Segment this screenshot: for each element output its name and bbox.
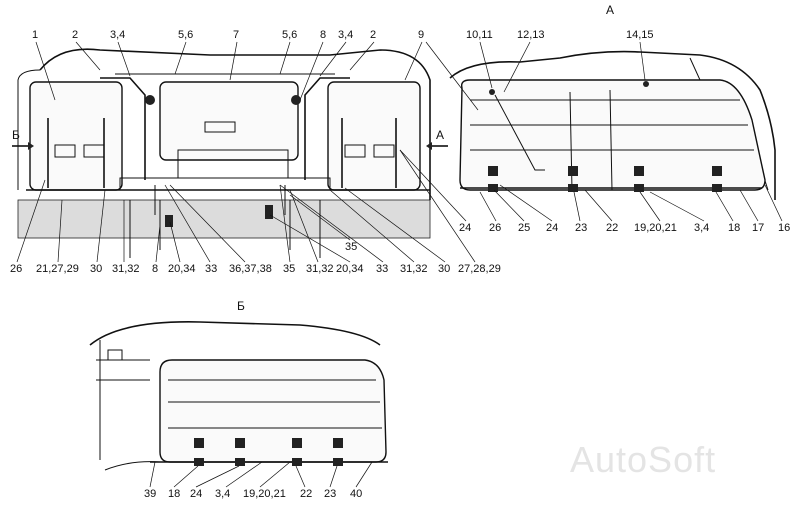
tank-b	[159, 359, 387, 463]
view-a-title: А	[606, 3, 614, 17]
front-label: 1	[32, 29, 38, 41]
side-a-label: 3,4	[694, 222, 709, 234]
front-label: 27,28,29	[458, 263, 501, 275]
center-tank	[159, 81, 299, 161]
side-a-bottom-labels: 24 26 25 24 23 22 19,20,21 3,4 18 17 16	[459, 222, 790, 234]
front-label: 35	[283, 263, 295, 275]
front-label: 5,6	[178, 29, 193, 41]
side-a-label: 23	[575, 222, 587, 234]
front-label: 31,32	[400, 263, 428, 275]
side-a-label: 10,11	[466, 29, 493, 41]
front-label: 31,32	[306, 263, 334, 275]
front-label: 21,27,29	[36, 263, 79, 275]
tank-a	[459, 79, 766, 191]
view-b-arrow: Б	[12, 128, 34, 150]
front-label: 33	[376, 263, 388, 275]
front-label: 8	[320, 29, 326, 41]
front-label: 8	[152, 263, 158, 275]
side-a-label: 12,13	[517, 29, 545, 41]
front-label: 2	[72, 29, 78, 41]
side-view-a: А	[449, 3, 776, 200]
side-a-label: 16	[778, 222, 790, 234]
front-label: 20,34	[168, 263, 196, 275]
side-b-label: 24	[190, 488, 202, 500]
front-top-labels: 1 2 3,4 5,6 7 5,6 8 3,4 2	[32, 29, 376, 41]
front-label: 3,4	[110, 29, 125, 41]
side-b-label: 40	[350, 488, 362, 500]
side-a-label: 14,15	[626, 29, 654, 41]
front-label: 26	[10, 263, 22, 275]
cab-outline	[39, 48, 431, 200]
side-b-bottom-labels: 39 18 24 3,4 19,20,21 22 23 40	[144, 488, 362, 500]
side-a-top-labels: 9 10,11 12,13 14,15	[418, 29, 654, 41]
front-bottom-labels: 26 21,27,29 30 31,32 8 20,34 33 36,37,38…	[10, 241, 501, 275]
view-a-arrow-label: А	[436, 128, 444, 142]
cab-outline-a	[449, 50, 776, 200]
side-a-label: 19,20,21	[634, 222, 677, 234]
front-label: 30	[438, 263, 450, 275]
side-a-label: 9	[418, 29, 424, 41]
side-b-label: 19,20,21	[243, 488, 286, 500]
side-b-label: 3,4	[215, 488, 230, 500]
left-tank	[29, 81, 123, 191]
side-b-label: 18	[168, 488, 180, 500]
side-a-label: 17	[752, 222, 764, 234]
front-label: 2	[370, 29, 376, 41]
side-b-label: 23	[324, 488, 336, 500]
front-label: 7	[233, 29, 239, 41]
side-view-b: Б	[89, 299, 388, 471]
side-a-label: 24	[459, 222, 471, 234]
side-a-label: 26	[489, 222, 501, 234]
front-label: 36,37,38	[229, 263, 272, 275]
view-a-arrow: А	[426, 128, 448, 150]
view-b-arrow-label: Б	[12, 128, 20, 142]
front-label: 3,4	[338, 29, 353, 41]
front-label: 20,34	[336, 263, 364, 275]
side-b-label: 39	[144, 488, 156, 500]
cab-outline-b	[89, 321, 381, 346]
watermark: AutoSoft	[570, 439, 716, 480]
side-a-label: 24	[546, 222, 558, 234]
front-label: 31,32	[112, 263, 140, 275]
side-a-label: 22	[606, 222, 618, 234]
front-label: 35	[345, 241, 357, 253]
side-a-label: 25	[518, 222, 530, 234]
side-b-label: 22	[300, 488, 312, 500]
front-view	[17, 48, 431, 258]
front-label: 5,6	[282, 29, 297, 41]
front-label: 33	[205, 263, 217, 275]
side-a-label: 18	[728, 222, 740, 234]
front-frame-base	[17, 199, 431, 239]
view-b-title: Б	[237, 299, 245, 313]
front-label: 30	[90, 263, 102, 275]
